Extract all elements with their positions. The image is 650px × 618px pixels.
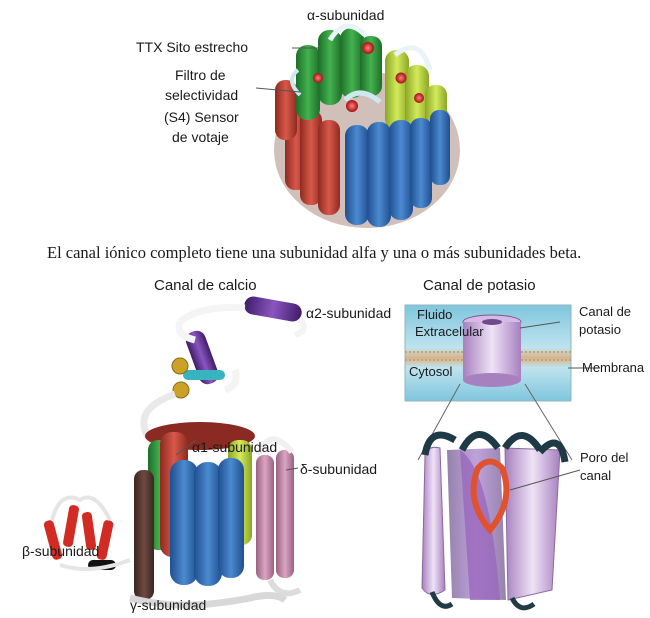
gamma-subunit-label: γ-subunidad <box>130 597 206 613</box>
ttx-site-label: TTX Sito estrecho <box>136 39 248 55</box>
red-domain <box>275 80 340 215</box>
channel-pore-label-line1: Poro del <box>580 450 629 465</box>
calcium-channel-title: Canal de calcio <box>154 277 257 294</box>
potassium-channel-pore-structure <box>421 431 569 611</box>
alpha-subunit-illustration <box>255 23 460 228</box>
extracellular-fluid-label-line2: Extracelular <box>415 324 484 339</box>
selectivity-filter-label-line1: Filtro de <box>175 67 226 83</box>
potassium-channel-title: Canal de potasio <box>423 277 536 294</box>
beta-subunit <box>43 495 131 571</box>
calcium-channel-illustration <box>43 296 307 609</box>
membrane-label: Membrana <box>582 360 645 375</box>
voltage-sensor-label-line1: (S4) Sensor <box>164 109 239 125</box>
figure-caption: El canal iónico completo tiene una subun… <box>47 243 581 262</box>
blue-domain <box>345 110 450 227</box>
beta-subunit-label: β-subunidad <box>22 543 99 559</box>
delta-subunit-label: δ-subunidad <box>300 461 377 477</box>
potassium-channel-label-line1: Canal de <box>579 304 631 319</box>
ttx-site-marker <box>362 42 374 54</box>
gamma-subunit <box>134 470 154 600</box>
extracellular-fluid-label-line1: Fluido <box>417 307 452 322</box>
cytosol-label: Cytosol <box>409 364 452 379</box>
potassium-channel-label-line2: potasio <box>579 322 621 337</box>
alpha-subunit-label: α-subunidad <box>307 7 384 23</box>
selectivity-filter-label-line2: selectividad <box>165 87 238 103</box>
alpha1-subunit <box>148 432 252 586</box>
alpha1-subunit-label: α1-subunidad <box>192 439 277 455</box>
channel-pore-label-line2: canal <box>580 468 611 483</box>
potassium-channel-illustration <box>404 304 600 611</box>
delta-subunit <box>255 436 302 597</box>
voltage-sensor-label-line2: de votaje <box>172 129 229 145</box>
alpha2-subunit-label: α2-subunidad <box>306 305 391 321</box>
